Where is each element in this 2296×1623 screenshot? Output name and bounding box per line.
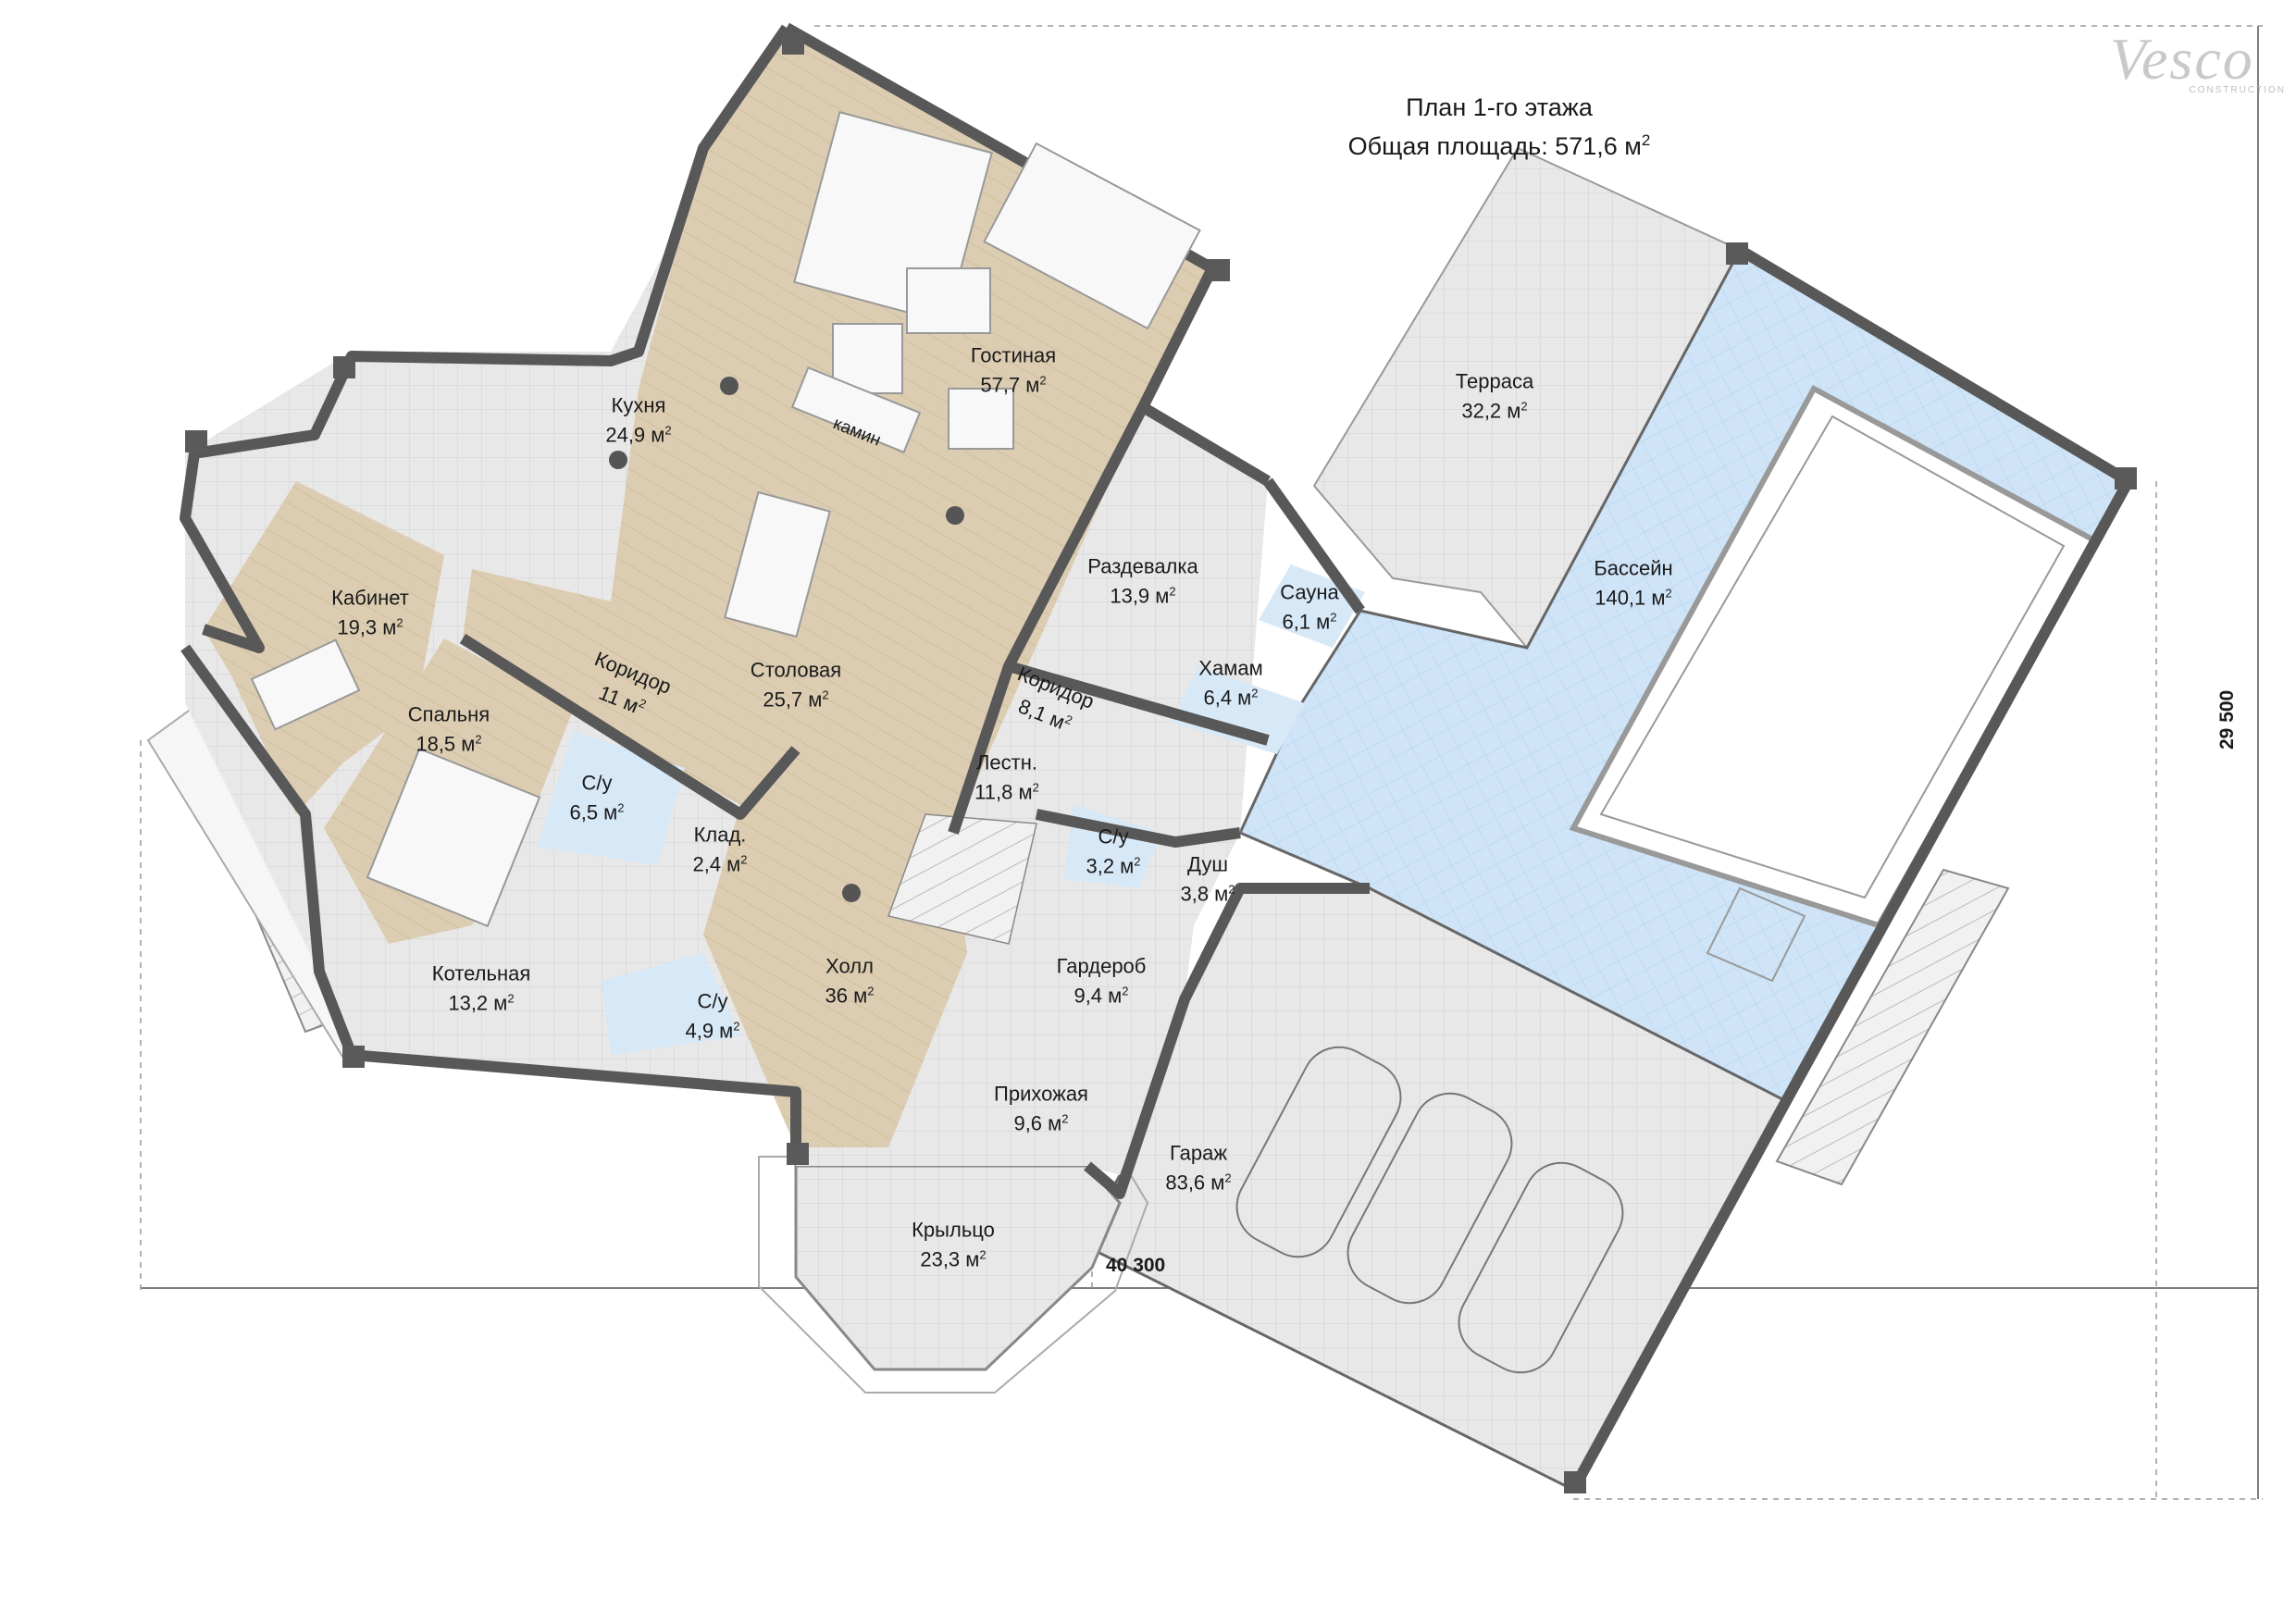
room-area: 9,4 м2 [1074,984,1129,1008]
room-area: 140,1 м2 [1595,586,1672,610]
room-name: С/у [581,771,613,795]
room-area: 2,4 м2 [692,852,748,876]
width-dimension: 40 300 [1106,1255,1166,1276]
room-area: 4,9 м2 [685,1019,740,1043]
room-name: Крыльцо [912,1218,995,1242]
room-name: Гараж [1169,1141,1228,1165]
room-gostinaya: Гостиная 57,7 м2 [971,342,1056,397]
room-sauna: Сауна 6,1 м2 [1280,579,1339,634]
room-name: Кабинет [331,586,409,610]
room-prihozhaya: Прихожая 9,6 м2 [994,1081,1088,1135]
room-kabinet: Кабинет 19,3 м2 [331,585,409,639]
column-dots [609,377,964,902]
room-su-2: С/у 4,9 м2 [685,988,739,1043]
room-name: Столовая [750,658,842,682]
fireplace-icon [790,366,922,453]
total-area-sup: 2 [1641,131,1651,149]
sofa-icon [793,111,1201,450]
room-name: Прихожая [994,1082,1088,1106]
room-area: 18,5 м2 [416,732,482,756]
walls [180,22,2134,1493]
dining-table-icon [724,490,831,638]
room-hamam: Хамам 6,4 м2 [1198,655,1262,710]
room-area: 11,8 м2 [974,780,1039,804]
room-name: Душ [1186,852,1229,876]
room-area: 24,9 м2 [605,423,672,447]
living-wood [463,28,1212,1147]
room-stolovaya: Столовая 25,7 м2 [751,657,841,712]
room-area: 6,5 м2 [569,800,625,824]
room-name: Бассейн [1594,556,1673,580]
room-name: Раздевалка [1087,554,1198,578]
total-area: Общая площадь: 571,6 м [1347,132,1642,160]
room-name: Гостиная [970,343,1057,367]
room-kryltso: Крыльцо 23,3 м2 [912,1217,995,1271]
room-area: 13,2 м2 [448,991,515,1015]
room-area: 23,3 м2 [920,1247,987,1271]
room-area: 25,7 м2 [763,688,829,712]
room-garderob: Гардероб 9,4 м2 [1057,953,1147,1008]
room-name: С/у [697,989,728,1013]
vesco-logo: Vesco CONSTRUCTION [2110,30,2286,104]
room-name: Котельная [431,961,531,985]
room-garazh: Гараж 83,6 м2 [1165,1140,1231,1195]
room-basseyn: Бассейн 140,1 м2 [1594,555,1672,610]
room-su-1: С/у 6,5 м2 [569,770,624,824]
car-icon [1235,1046,1624,1374]
pool-steps [1706,886,1806,983]
plan-title: План 1-го этажа Общая площадь: 571,6 м2 [1138,91,1860,163]
room-spalnya: Спальня 18,5 м2 [408,701,490,756]
room-area: 83,6 м2 [1165,1171,1232,1195]
bathroom-tile [537,731,685,865]
room-name: Терраса [1455,369,1534,393]
room-name: Сауна [1280,580,1339,604]
room-kuhnya: Кухня 24,9 м2 [605,392,671,447]
room-su-3: С/у 3,2 м2 [1086,824,1140,878]
hamam-tile [1171,666,1305,754]
interior-stairs [887,813,1037,945]
room-name: Спальня [407,702,490,726]
room-area: 19,3 м2 [337,615,403,639]
room-name: Клад. [693,823,747,847]
pool-inner [1599,415,2066,899]
room-area: 3,8 м2 [1180,882,1235,906]
room-area: 6,1 м2 [1282,610,1337,634]
room-area: 57,7 м2 [980,373,1047,397]
room-name: Гардероб [1056,954,1147,978]
room-name: Лестн. [975,750,1038,774]
logo-sub: CONSTRUCTION [2189,85,2286,95]
room-terrasa: Терраса 32,2 м2 [1456,368,1533,423]
room-kotelnaya: Котельная 13,2 м2 [432,960,531,1015]
room-name: Хамам [1198,656,1263,680]
room-area: 32,2 м2 [1461,399,1528,423]
bathroom2-tile [602,953,740,1055]
plan-title-line2: Общая площадь: 571,6 м2 [1138,124,1860,163]
room-dush: Душ 3,8 м2 [1180,851,1235,906]
room-name: С/у [1098,824,1129,849]
room-name: Кухня [611,393,666,417]
desk-icon [250,638,361,731]
room-area: 9,6 м2 [1013,1111,1069,1135]
room-name: Холл [825,954,874,978]
room-area: 13,9 м2 [1110,584,1176,608]
room-area: 6,4 м2 [1203,686,1259,710]
bed-icon [366,747,541,928]
room-area: 36 м2 [825,984,875,1008]
logo-word: Vesco [2110,26,2254,92]
columns [185,32,2137,1493]
room-lestn: Лестн. 11,8 м2 [974,750,1039,804]
room-razdevalka: Раздевалка 13,9 м2 [1087,553,1198,608]
room-klad: Клад. 2,4 м2 [692,822,747,876]
room-holl: Холл 36 м2 [825,953,875,1008]
room-area: 3,2 м2 [1086,854,1141,878]
plan-title-line1: План 1-го этажа [1406,93,1593,121]
height-dimension: 29 500 [2216,689,2238,750]
right-stairs [1775,868,2010,1186]
